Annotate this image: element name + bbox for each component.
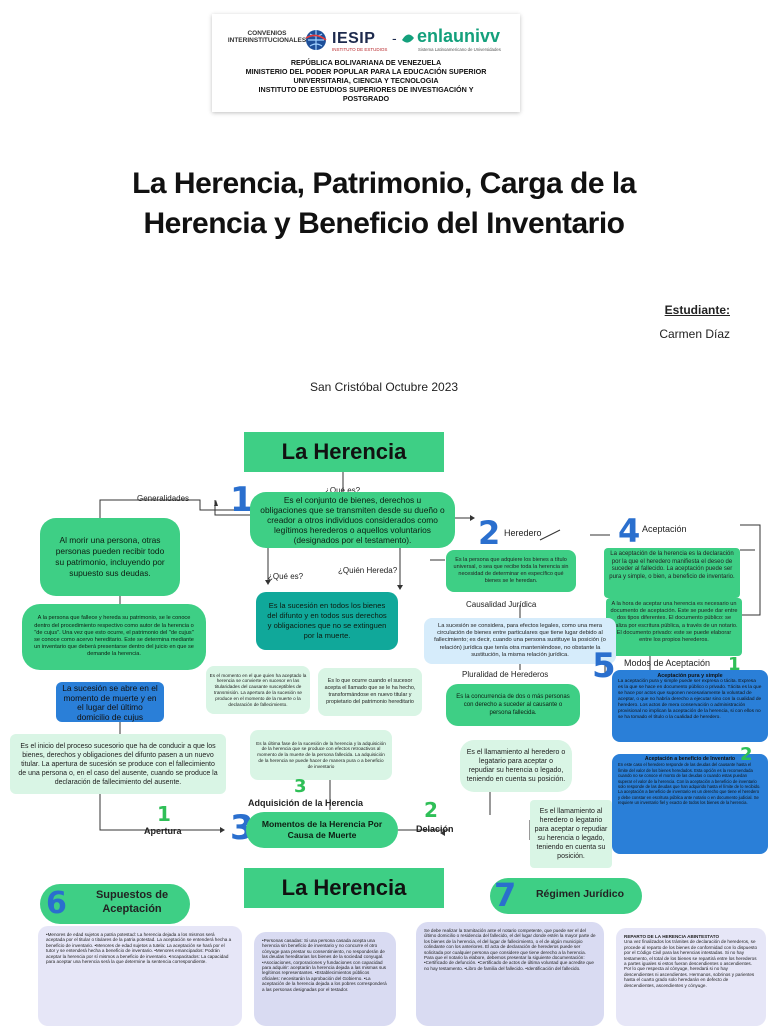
- number-2-delacion-icon: 2: [424, 798, 438, 822]
- place-date: San Cristóbal Octubre 2023: [309, 380, 459, 394]
- supuestos-title: Supuestos de Aceptación: [95, 889, 169, 915]
- supuestos-header: 6 Supuestos de Aceptación: [40, 884, 190, 924]
- supuestos-node: •Menores de edad sujetos a patria potest…: [38, 926, 242, 1026]
- enlaunv-subtitle: Sistema Latinoamericano de Universidades: [418, 47, 501, 52]
- pura-simple-node: Aceptación pura y simple La aceptación p…: [612, 670, 768, 742]
- number-2-icon: 2: [478, 514, 501, 552]
- llamamiento-node-2: Es el llamamiento al heredero o legatari…: [530, 800, 612, 868]
- generalidades-label: Generalidades: [137, 494, 190, 503]
- persona-fallece-node: A la persona que fallece y hereda su pat…: [22, 604, 206, 670]
- number-2-green-icon: 2: [740, 744, 753, 765]
- momentos-node: Momentos de la Herencia Por Causa de Mue…: [246, 812, 398, 848]
- beneficio-inventario-title: Aceptación a beneficio de Inventario: [644, 756, 736, 762]
- logo-separator: -: [392, 30, 397, 46]
- number-1-icon: 1: [230, 480, 254, 520]
- title-line: La Herencia, Patrimonio, Carga de la: [132, 167, 636, 200]
- number-1-green-icon: 1: [728, 654, 741, 675]
- sucesion-node: Es la sucesión en todos los bienes del d…: [256, 592, 398, 650]
- modos-label: Modos de Aceptación: [624, 658, 711, 668]
- pura-simple-title: Aceptación pura y simple: [657, 673, 723, 679]
- regimen-title: Régimen Jurídico: [535, 888, 625, 900]
- aceptacion-doc-node: A la hora de aceptar una herencia es nec…: [606, 598, 742, 656]
- que-es-label-2: ¿Qué es?: [268, 572, 304, 581]
- student-label: Estudiante:: [664, 303, 730, 317]
- apertura-label: Apertura: [144, 826, 182, 836]
- map-title-2: La Herencia: [244, 868, 444, 908]
- letterhead: CONVENIOS INTERINSTITUCIONALES IESIP INS…: [212, 14, 520, 112]
- lo-que-ocurre-node: Es lo que ocurre cuando el sucesor acept…: [318, 668, 422, 716]
- mind-map: La Herencia ¿Qué es? Generalidades 1 Es …: [0, 420, 768, 1026]
- quien-hereda-label: ¿Quién Hereda?: [338, 566, 398, 575]
- heredero-label: Heredero: [504, 528, 542, 538]
- regimen-header: 7 Régimen Jurídico: [490, 876, 642, 914]
- heredero-node: Es la persona que adquiere los bienes a …: [446, 550, 576, 592]
- convenios-label: CONVENIOS INTERINSTITUCIONALES: [227, 30, 307, 44]
- number-1-apertura-icon: 1: [157, 802, 171, 826]
- pluralidad-node: Es la concurrencia de dos o más personas…: [446, 684, 580, 726]
- pura-simple-text: La aceptación pura y simple puede ser ex…: [618, 679, 762, 720]
- definition-node: Es el conjunto de bienes, derechos u obl…: [250, 492, 455, 548]
- student-name: Carmen Díaz: [659, 327, 730, 341]
- casadas-node: •Personas casadas: Si una persona casada…: [254, 932, 396, 1026]
- institution-line: UNIVERSITARIA, CIENCIA Y TECNOLOGIA: [293, 76, 439, 85]
- momento-quien-node: Es el momento en el que quien ha aceptad…: [206, 666, 310, 714]
- reparto-title: REPARTO DE LA HERENCIA ABINTESTATO: [624, 934, 720, 939]
- pluralidad-label: Pluralidad de Herederos: [462, 670, 549, 679]
- que-es-label: ¿Qué es?: [325, 486, 361, 495]
- causalidad-node: La sucesión se considera, para efectos l…: [424, 618, 616, 664]
- institution-line: POSTGRADO: [342, 94, 390, 103]
- enlaunv-icon: [402, 34, 414, 43]
- al-morir-node: Al morir una persona, otras personas pue…: [40, 518, 180, 596]
- causalidad-label: Causalidad Jurídica: [466, 600, 537, 609]
- reparto-text: Una vez finalizados los trámites de decl…: [624, 939, 758, 988]
- delacion-label: Delación: [416, 824, 454, 834]
- sucesion-abre-node: La sucesión se abre en el momento de mue…: [56, 682, 164, 722]
- ultima-fase-node: Es la última fase de la sucesión de la h…: [250, 730, 392, 780]
- iesip-subtitle: INSTITUTO DE ESTUDIOS: [332, 47, 388, 52]
- adquisicion-label: Adquisición de la Herencia: [248, 798, 364, 808]
- beneficio-inventario-node: Aceptación a beneficio de Inventario En …: [612, 754, 768, 854]
- title-line: Herencia y Beneficio del Inventario: [143, 207, 625, 240]
- aceptacion-label: Aceptación: [642, 524, 687, 534]
- regimen-node: Se debe realizar la tramitación ante el …: [416, 922, 604, 1026]
- institution-text: REPÚBLICA BOLIVARIANA DE VENEZUELA MINIS…: [212, 58, 520, 103]
- number-4-icon: 4: [618, 512, 641, 550]
- iesip-logo: IESIP: [332, 30, 376, 47]
- beneficio-inventario-text: En este caso el heredero responde de las…: [618, 762, 761, 806]
- aceptacion-def-node: La aceptación de la herencia es la decla…: [604, 548, 740, 598]
- llamamiento-node-1: Es el llamamiento al heredero o legatari…: [460, 740, 572, 792]
- number-5-icon: 5: [592, 646, 616, 686]
- number-3-green-icon: 3: [294, 776, 307, 797]
- reparto-node: REPARTO DE LA HERENCIA ABINTESTATO Una v…: [616, 928, 766, 1026]
- map-title: La Herencia: [244, 432, 444, 472]
- institution-line: INSTITUTO DE ESTUDIOS SUPERIORES DE INVE…: [258, 85, 474, 94]
- institution-line: REPÚBLICA BOLIVARIANA DE VENEZUELA: [290, 58, 442, 67]
- number-6-icon: 6: [46, 886, 67, 921]
- document-title: La Herencia, Patrimonio, Carga de la Her…: [60, 164, 708, 244]
- number-7-icon: 7: [494, 876, 517, 914]
- inicio-node: Es el inicio del proceso sucesorio que h…: [10, 734, 226, 794]
- institution-line: MINISTERIO DEL PODER POPULAR PARA LA EDU…: [245, 67, 487, 76]
- globe-icon: [305, 30, 327, 50]
- enlaunv-logo: enlaunivv: [417, 26, 501, 46]
